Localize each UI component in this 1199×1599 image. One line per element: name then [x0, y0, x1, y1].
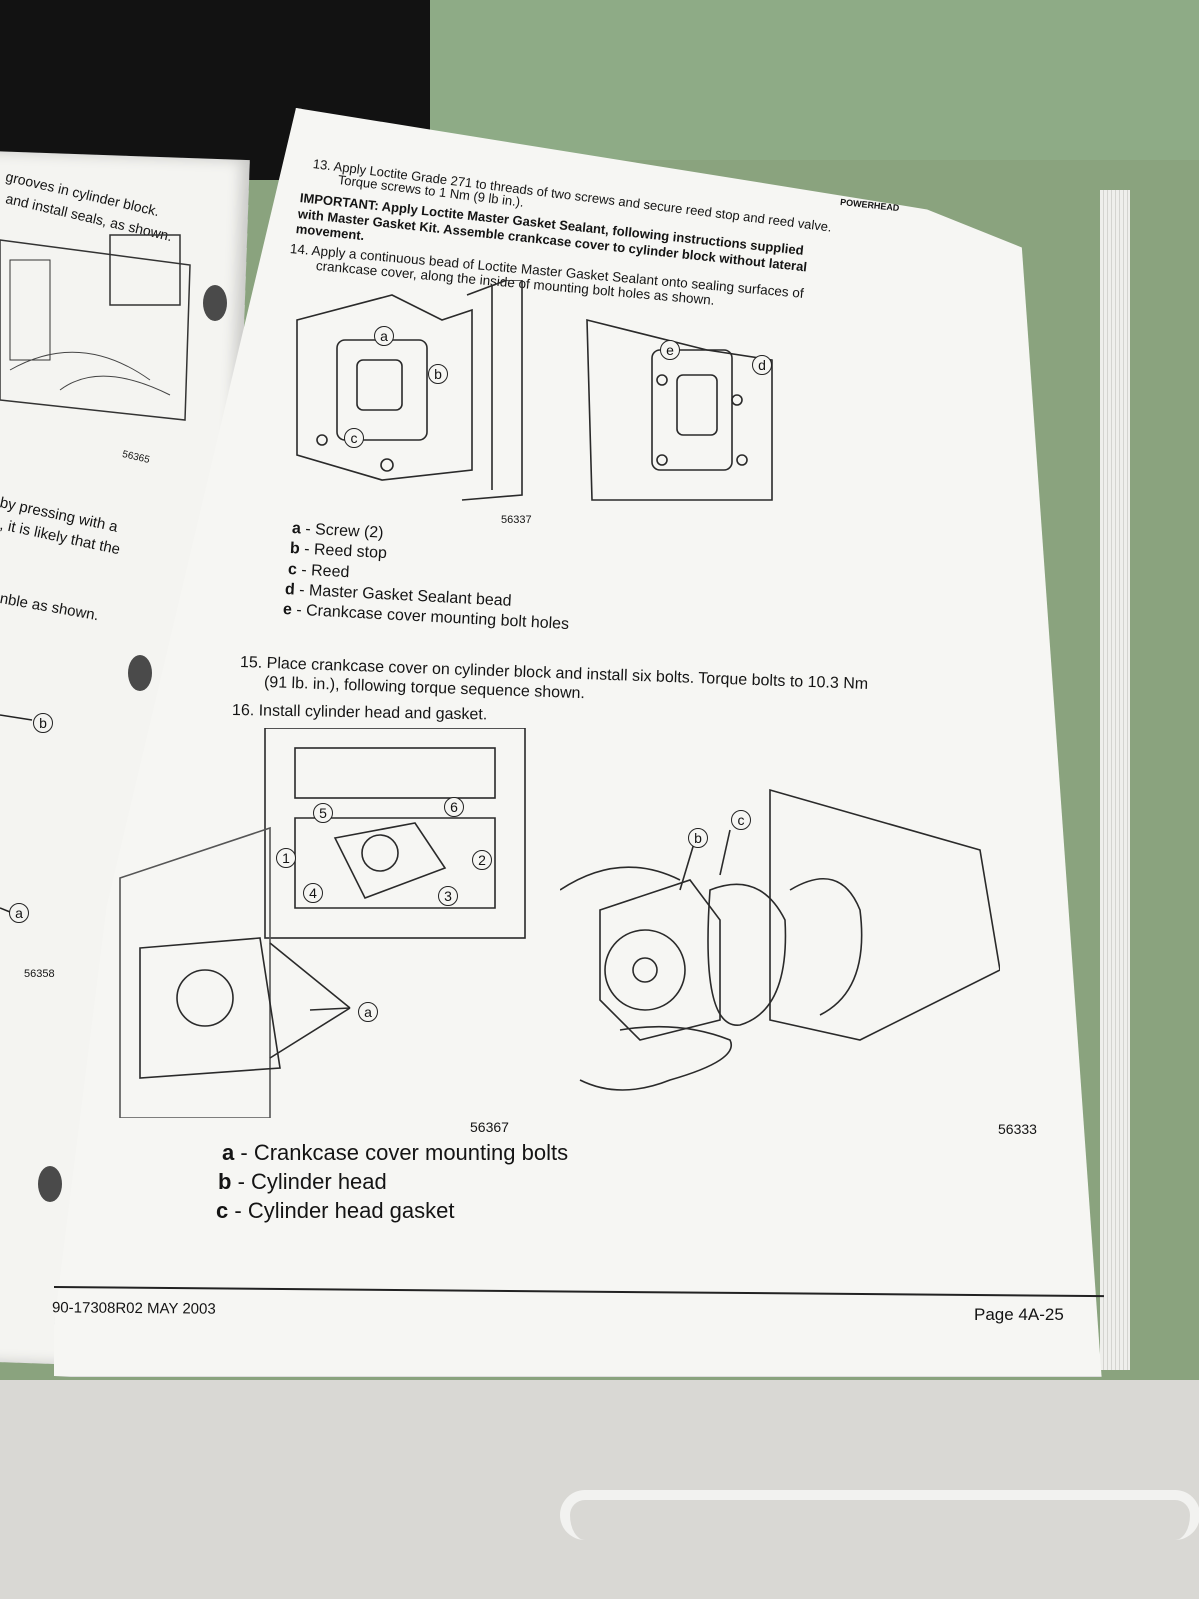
- seq-6: 6: [444, 797, 464, 817]
- legend2-b-text: - Cylinder head: [237, 1169, 387, 1194]
- fig3-callout-b: b: [688, 828, 708, 848]
- legend1-d-key: d: [284, 581, 296, 599]
- figure-cylinder-head: [559, 770, 1001, 1120]
- left-figure-top: [0, 220, 200, 440]
- fig2-callout-a: a: [358, 1002, 378, 1022]
- fig1-callout-b: b: [428, 364, 448, 384]
- seq-4: 4: [303, 883, 323, 903]
- fig3-id: 56333: [998, 1121, 1037, 1137]
- footer-page-number: Page 4A-25: [974, 1305, 1064, 1324]
- fig1-callout-a: a: [374, 326, 394, 346]
- legend1-b-text: - Reed stop: [303, 540, 388, 563]
- legend2-a: a - Crankcase cover mounting bolts: [222, 1140, 568, 1166]
- fig1-callout-c: c: [344, 428, 364, 448]
- left-figure-bottom: [0, 650, 80, 950]
- legend2-c-key: c: [216, 1198, 229, 1223]
- left-callout-a: a: [9, 903, 29, 923]
- legend1-b-key: b: [289, 540, 301, 558]
- legend2-b: b - Cylinder head: [218, 1169, 387, 1195]
- left-callout-b: b: [33, 713, 53, 733]
- legend2-c: c - Cylinder head gasket: [216, 1198, 455, 1224]
- legend1-e-key: e: [282, 601, 293, 619]
- seq-3: 3: [438, 886, 458, 906]
- fig1-callout-d: d: [752, 355, 772, 375]
- legend2-a-text: - Crankcase cover mounting bolts: [240, 1140, 569, 1165]
- background-table: [0, 1380, 1199, 1599]
- binder-hole-3: [38, 1166, 62, 1202]
- figure-crankcase-cover: [282, 279, 952, 530]
- fig1-callout-e: e: [660, 340, 680, 360]
- legend1-c-text: - Reed: [300, 561, 350, 582]
- legend2-a-key: a: [222, 1140, 235, 1165]
- legend1-a-key: a: [291, 520, 302, 538]
- fig1-id: 56337: [501, 514, 532, 526]
- figure-torque-sequence: [110, 727, 530, 1119]
- legend1-a-text: - Screw (2): [304, 520, 384, 542]
- legend2-b-key: b: [218, 1169, 232, 1194]
- background-cable: [560, 1490, 1199, 1540]
- footer-left: 90-17308R02 MAY 2003: [51, 1299, 216, 1318]
- seq-1: 1: [276, 848, 296, 868]
- fig3-callout-c: c: [731, 810, 751, 830]
- legend2-c-text: - Cylinder head gasket: [234, 1198, 455, 1223]
- seq-5: 5: [313, 803, 333, 823]
- fig2-id: 56367: [470, 1119, 509, 1135]
- left-figure-id-2: 56358: [24, 968, 55, 980]
- seq-2: 2: [472, 850, 492, 870]
- binder-hole-2: [128, 655, 152, 691]
- legend1-c-key: c: [287, 561, 298, 579]
- page-stack-edge: [1100, 190, 1130, 1370]
- legend1-c: c - Reed: [288, 561, 350, 582]
- binder-hole-1: [203, 285, 227, 321]
